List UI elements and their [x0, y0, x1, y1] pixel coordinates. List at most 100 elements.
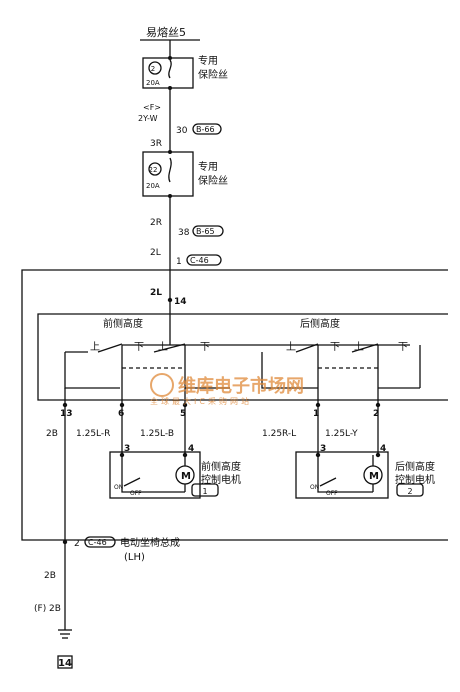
- front-motor-label-line1: 前侧高度: [201, 460, 241, 473]
- assembly-frame: [21, 269, 448, 541]
- pin-4a-label: 4: [188, 444, 194, 454]
- rear-motor-badge: [396, 483, 424, 497]
- fuse-element-1: [168, 59, 172, 79]
- wire-125lb-label: 1.25L-B: [140, 429, 174, 439]
- terminal-dot: [168, 194, 172, 198]
- wire-125rl-label: 1.25R-L: [262, 429, 296, 439]
- conn-f-label: <F>: [143, 103, 161, 112]
- conn-b66-label: B-66: [196, 125, 215, 134]
- switch-frame: [37, 313, 448, 401]
- pin-4b-label: 4: [380, 444, 386, 454]
- rear-down-label: 下: [330, 342, 340, 353]
- fuse2-label-line2: 保险丝: [198, 174, 228, 187]
- rear-motor-num: 2: [407, 487, 412, 496]
- front-motor-num: 1: [202, 487, 207, 496]
- pin-3a-label: 3: [124, 444, 130, 454]
- rear-up2-label: 上: [354, 341, 364, 353]
- ground-number-box: [57, 655, 73, 669]
- conn-b66-box: [192, 123, 222, 135]
- front-on-label: ON: [114, 484, 123, 491]
- pin-1b-label: 1: [313, 409, 319, 419]
- fuse1-label-line2: 保险丝: [198, 68, 228, 81]
- front-motor-badge: [191, 483, 219, 497]
- fuse1-number-circle: [148, 61, 162, 75]
- rear-up-contact: [295, 343, 319, 353]
- rear-motor-label-line2: 控制电机: [395, 473, 435, 486]
- rear-limit-path: [317, 455, 373, 493]
- pin-5-label: 5: [180, 409, 186, 419]
- rear-motor-symbol: M: [369, 471, 379, 482]
- terminal-dot: [167, 297, 173, 303]
- terminal-dot: [62, 539, 68, 545]
- top-fuse-label: 易熔丝5: [146, 25, 186, 39]
- pin-13-label: 13: [60, 409, 73, 419]
- pin-30-label: 30: [176, 126, 188, 136]
- watermark-main-text: 维库电子市场网: [178, 375, 304, 397]
- terminal-dot: [168, 56, 172, 60]
- terminal-dot: [315, 452, 321, 458]
- rear-limit-switch: [319, 477, 337, 487]
- front-off-label: OFF: [130, 490, 142, 497]
- conn-c46-bottom-label: C-46: [88, 538, 107, 547]
- fuse2-label-line1: 专用: [198, 160, 218, 173]
- pin-2-label: 2: [373, 409, 379, 419]
- terminal-dot: [62, 402, 68, 408]
- wire-2l-label: 2L: [150, 248, 161, 258]
- assembly-label: 电动坐椅总成: [120, 536, 180, 549]
- front-limit-path: [121, 455, 185, 493]
- pin-38-label: 38: [178, 228, 190, 238]
- front-down-label: 下: [134, 342, 144, 353]
- front-up-contact: [97, 343, 123, 353]
- pin-14-label: 14: [174, 297, 187, 307]
- conn-c46-label: C-46: [190, 256, 209, 265]
- rear-up-label: 上: [286, 341, 296, 353]
- rear-on-label: ON: [310, 484, 319, 491]
- pin-3b-label: 3: [320, 444, 326, 454]
- wire-3r-label: 3R: [150, 139, 162, 149]
- wire-2yw-label: 2Y-W: [138, 114, 158, 123]
- rear-off-label: OFF: [326, 490, 338, 497]
- wire-2b-label: 2B: [46, 429, 58, 439]
- terminal-dot: [119, 402, 125, 408]
- fuse1-number: 2: [151, 65, 155, 73]
- terminal-dot: [168, 150, 172, 154]
- terminal-dot: [315, 402, 321, 408]
- fuse2-number-circle: [148, 162, 162, 176]
- pin-6-label: 6: [118, 409, 124, 419]
- wire-125lr-label: 1.25L-R: [76, 429, 110, 439]
- wire-125ly-label: 1.25L-Y: [325, 429, 358, 439]
- terminal-dot: [119, 452, 125, 458]
- wire-2r-label: 2R: [150, 218, 162, 228]
- fuse2-amp: 20A: [146, 182, 160, 190]
- terminal-dot: [168, 86, 172, 90]
- rear-height-label: 后侧高度: [300, 317, 340, 330]
- wire-2b-bottom-label: 2B: [44, 571, 56, 581]
- rear-down-contact: [351, 343, 379, 353]
- fuse2-number: 22: [149, 166, 158, 174]
- terminal-dot: [182, 402, 188, 408]
- rear-down2-label: 下: [398, 342, 408, 353]
- wire-f2b-label: (F) 2B: [34, 604, 61, 614]
- watermark-logo-icon: [150, 373, 174, 397]
- terminal-dot: [375, 452, 381, 458]
- bottom-pin-2: 2: [74, 539, 80, 549]
- front-limit-switch: [123, 477, 141, 487]
- wire-2l-inside-label: 2L: [150, 288, 162, 298]
- front-motor-box: [109, 451, 201, 499]
- conn-c46-bottom-box: [84, 536, 116, 548]
- terminal-dot: [182, 452, 188, 458]
- fuse-element-2: [168, 157, 172, 183]
- rear-motor-label-line1: 后侧高度: [395, 460, 435, 473]
- front-motor-symbol: M: [181, 471, 191, 482]
- front-height-label: 前侧高度: [103, 317, 143, 330]
- conn-b65-label: B-65: [196, 227, 215, 236]
- terminal-dot: [375, 402, 381, 408]
- assembly-side-label: (LH): [124, 552, 145, 563]
- rear-up-return: [261, 352, 318, 389]
- fuse1-amp: 20A: [146, 79, 160, 87]
- watermark: 维库电子市场网 全球最大IC采购网站: [150, 373, 304, 406]
- pin-1-label: 1: [176, 257, 182, 267]
- front-motor-label-line2: 控制电机: [201, 473, 241, 486]
- ground-number: 14: [58, 658, 72, 669]
